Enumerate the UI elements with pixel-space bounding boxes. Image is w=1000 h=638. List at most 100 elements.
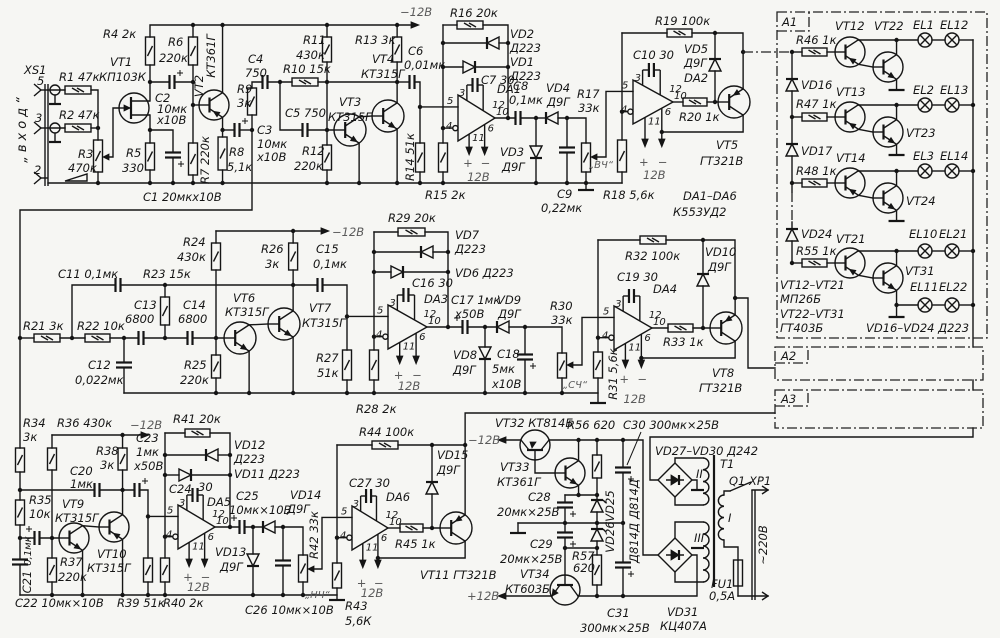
- module-A2-wire: [775, 347, 809, 364]
- label-VT33-ref: VT33: [500, 460, 530, 474]
- text-R6-value: 220к: [159, 51, 188, 65]
- switch-Q1-stroke: [729, 481, 752, 492]
- text-R12-ref: R12: [302, 144, 325, 158]
- label-VT5-type: ГТ321В: [700, 154, 743, 168]
- opamp-DA1-triangle: [457, 93, 497, 143]
- resistor-R12-stroke: [323, 152, 331, 163]
- text-opamp_pins-v_pos: 11: [628, 342, 641, 353]
- label-C28-value: 20мк×25В: [497, 505, 560, 519]
- resistor-R12: [321, 144, 333, 171]
- label-VT14-ref: VT14: [836, 151, 866, 165]
- resistor-R24-body-outline: [210, 242, 222, 271]
- module-A2-body-outline: [774, 346, 984, 381]
- text-R34-ref: R34: [23, 416, 46, 430]
- wire: [81, 524, 100, 528]
- label-C17-rating: х50В: [454, 307, 484, 321]
- DA3-pin-5: 5: [377, 305, 383, 316]
- text-opamp_pins-in_noninv: 5: [167, 505, 173, 516]
- label-VT6-type: КТ315Г: [225, 305, 270, 319]
- label-C18-rating: х10В: [491, 377, 521, 391]
- label-notes-opamps: DA1–DA6: [683, 189, 737, 203]
- DA6-supply-minus: −: [374, 576, 384, 590]
- text-VD8-type: Д9Г: [452, 363, 477, 377]
- diode-VD12: [204, 447, 219, 463]
- wire: [149, 24, 411, 38]
- label-XS1-ref: XS1: [23, 63, 47, 77]
- label-R3-value: 470к: [68, 161, 97, 175]
- text-opamp_pins-comp_a: 3: [615, 299, 621, 310]
- transistor-VT10-stroke: [109, 514, 123, 524]
- label-C13-value: 6800: [125, 312, 154, 326]
- junction-dot: [250, 592, 256, 598]
- resistor-R48: [801, 178, 828, 188]
- text-opamp_pins-comp_b: 12: [212, 509, 225, 520]
- label-R24-value: 430к: [177, 250, 206, 264]
- label-notes-vt_group_a_type: МП26Б: [780, 292, 821, 306]
- capacitor-C18: [517, 353, 536, 369]
- label-VT34-ref: VT34: [520, 567, 550, 581]
- diode-VD2-shape: [485, 35, 500, 51]
- text-C22-value: 10мк×10В: [41, 596, 104, 610]
- label-R14-ref: R14 51к: [403, 133, 417, 181]
- DA6-pin-11: 11: [366, 542, 379, 553]
- text-R42-value: 33к: [307, 511, 321, 533]
- DA1-pin-10: 10: [496, 107, 509, 118]
- diode-VD12-shape: [204, 447, 219, 463]
- resistor-R44-stroke: [383, 442, 392, 448]
- resistor-R18: [616, 139, 628, 173]
- lamp-EL13: [944, 97, 960, 113]
- resistor-R44-stroke: [378, 442, 387, 448]
- resistor-R29-stroke: [410, 229, 418, 235]
- label-C4-ref: C4: [248, 52, 263, 66]
- text-C9-value: 0,22мк: [541, 201, 582, 215]
- arrow-icon: [641, 138, 649, 149]
- text-opamp_pins-v_pos: 11: [366, 542, 379, 553]
- label-VD26-type: Д814Д: [627, 523, 641, 564]
- label-C25-value: 10мк×10В: [229, 503, 292, 517]
- label-VD6-ref: VD6 Д223: [455, 266, 514, 280]
- text-C28-ref: C28: [528, 490, 551, 504]
- text-R8-value: 5,1к: [227, 160, 252, 174]
- transistor-VT6-emitter-arrow: [239, 343, 248, 351]
- label-VT2-type: КТ361Г: [204, 33, 218, 78]
- label-DA5-ref: DA5: [207, 495, 231, 509]
- text-C20-value: 1мк: [70, 477, 93, 491]
- text-VT2-ref: VT2: [192, 75, 206, 97]
- text-R31-value: 5,6к: [606, 348, 620, 373]
- text-Q1-ref: Q1: [729, 474, 745, 488]
- DA1-supply-plus: +: [463, 156, 473, 170]
- text-C28-value: 20мк×25В: [497, 505, 560, 519]
- text-R33-ref: R33: [663, 335, 686, 349]
- diode-VD13-shape: [245, 553, 261, 568]
- resistor-R6-body-outline: [187, 36, 199, 66]
- label-C2-rating: х10В: [156, 113, 186, 127]
- text-VT13-ref: VT13: [836, 85, 866, 99]
- label-VD31-type: КЦ407А: [660, 619, 707, 633]
- resistor-R15-stroke: [439, 152, 447, 163]
- DA6-pin-5: 5: [341, 506, 347, 517]
- label-VT3-type: КТ315Г: [328, 110, 373, 124]
- label-R6-ref: R6: [168, 35, 183, 49]
- resistor-R41-stroke: [191, 430, 199, 436]
- text-VT33-ref: VT33: [500, 460, 530, 474]
- text-notes-vt_group_b_type: ГТ403Б: [780, 321, 823, 335]
- transistor-VT32-stroke: [520, 439, 530, 451]
- text-R27-ref: R27: [316, 351, 339, 365]
- transistor-VT3-stroke: [344, 116, 360, 127]
- zener-diode-VD26: [589, 527, 607, 542]
- text-R22-ref: R22: [77, 319, 100, 333]
- resistor-R32-body-outline: [639, 235, 667, 245]
- resistor-R21-stroke: [45, 335, 54, 341]
- text-C7-value: 30: [500, 73, 515, 87]
- text-opamp_pins-in_noninv: 5: [341, 506, 347, 517]
- resistor-R16: [456, 20, 484, 30]
- transistor-VT7-stroke: [278, 310, 294, 321]
- module-A1-body-outline: [776, 11, 988, 339]
- text-VD3-ref: VD3: [500, 145, 524, 159]
- resistor-R2-body-outline: [64, 123, 92, 133]
- text-T1-windings-0: I: [728, 511, 732, 525]
- label-C29-value: 20мк×25В: [500, 552, 563, 566]
- text-R24-ref: R24: [183, 235, 206, 249]
- transistor-VT24: [872, 182, 904, 214]
